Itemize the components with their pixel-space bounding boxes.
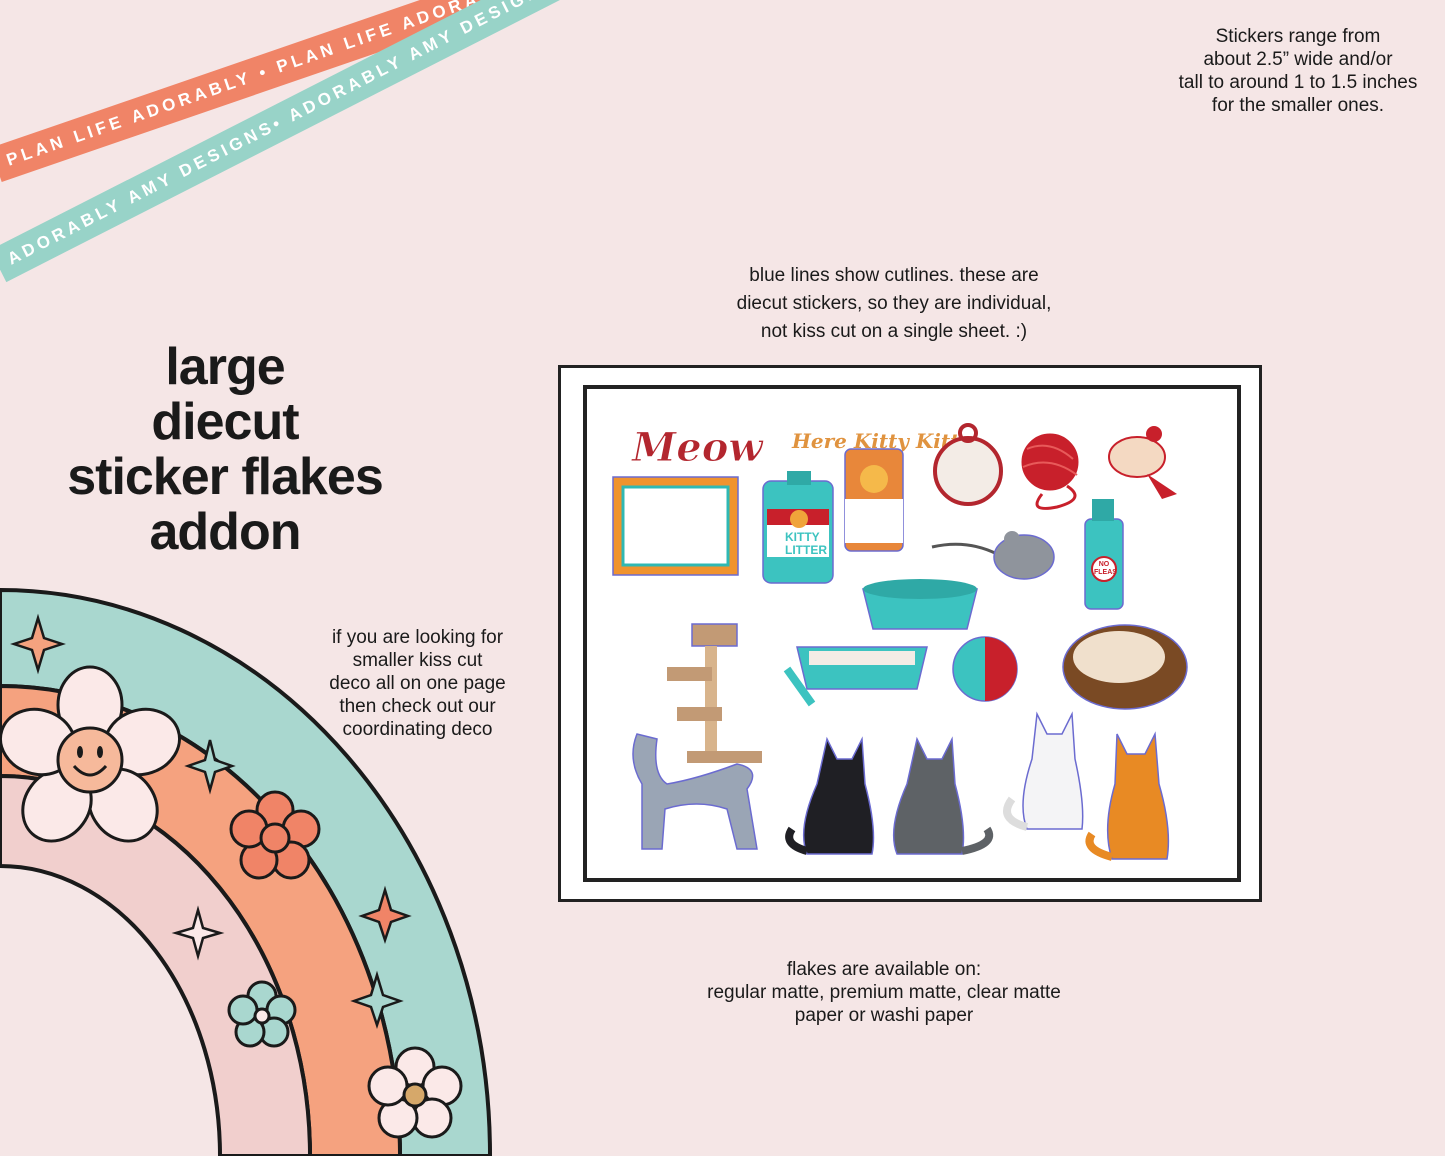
- note-line: for the smaller ones.: [1211, 95, 1385, 116]
- no-fleas-label: NO FLEAS: [1094, 561, 1117, 577]
- note-line: not kiss cut on a single sheet. :): [760, 321, 1028, 342]
- kitty-litter-sticker: [762, 471, 834, 584]
- note-line: flakes are available on:: [786, 959, 982, 980]
- white-cat-sticker: [1003, 711, 1084, 831]
- sticker-sheet: Meow Here Kitty Kitty: [583, 385, 1241, 882]
- coral-flower-icon: [229, 790, 321, 880]
- paper-note: flakes are available on: regular matte, …: [660, 958, 1108, 1027]
- note-line: Stickers range from: [1215, 26, 1381, 47]
- note-line: paper or washi paper: [794, 1005, 974, 1026]
- cat-bowl-sticker: [862, 579, 978, 630]
- size-note: Stickers range from about 2.5” wide and/…: [1160, 25, 1436, 117]
- gray-cat-sticker: [632, 733, 758, 850]
- white-flower-icon: [367, 1046, 463, 1139]
- kitty-litter-label: KITTY LITTER: [785, 530, 827, 557]
- page-title: large diecut sticker flakes addon: [40, 340, 410, 560]
- note-line: regular matte, premium matte, clear matt…: [707, 982, 1061, 1003]
- fish-toy-sticker: [1108, 426, 1177, 499]
- orange-cat-sticker: [1085, 731, 1170, 861]
- mint-flower-icon: [227, 980, 297, 1048]
- note-line: smaller kiss cut: [352, 650, 483, 671]
- cutline-note: blue lines show cutlines. these are diec…: [700, 262, 1088, 346]
- title-line: large: [165, 338, 285, 396]
- label-line: LITTER: [785, 543, 827, 557]
- title-line: diecut: [151, 393, 299, 451]
- note-line: deco all on one page: [329, 673, 506, 694]
- black-cat-sticker: [785, 736, 875, 855]
- sparkle-icon: [350, 970, 404, 1029]
- no-fleas-spray-sticker: [1084, 499, 1124, 610]
- cat-food-can-sticker: [844, 448, 904, 552]
- ribbon-decoration: PLAN LIFE ADORABLY • PLAN LIFE ADORABLY …: [0, 0, 700, 300]
- note-line: about 2.5” wide and/or: [1203, 49, 1393, 70]
- orange-frame-sticker: [612, 476, 739, 576]
- smiley-flower-icon: [0, 665, 181, 843]
- note-line: then check out our: [339, 696, 496, 717]
- cat-tag-sticker: [933, 423, 1003, 506]
- note-line: tall to around 1 to 1.5 inches: [1178, 72, 1418, 93]
- kisscut-note: if you are looking for smaller kiss cut …: [300, 626, 535, 741]
- meow-sticker: Meow: [632, 424, 764, 472]
- note-line: if you are looking for: [331, 627, 504, 648]
- sticker-sheet-frame: Meow Here Kitty Kitty: [558, 365, 1262, 902]
- litter-box-sticker: [783, 646, 928, 707]
- sparkle-icon: [358, 885, 412, 944]
- sticker-art: [612, 423, 1188, 861]
- title-line: addon: [149, 503, 302, 561]
- rainbow-illustration: [0, 587, 493, 1156]
- title-line: sticker flakes: [67, 448, 384, 506]
- sparkle-icon: [10, 613, 66, 675]
- yarn-ball-sticker: [1018, 430, 1082, 510]
- ball-toy-sticker: [952, 636, 1018, 702]
- note-line: blue lines show cutlines. these are: [749, 265, 1039, 286]
- note-line: coordinating deco: [342, 719, 493, 740]
- toy-mouse-sticker: [931, 531, 1055, 580]
- label-line: KITTY: [785, 530, 820, 544]
- cat-bed-sticker: [1062, 624, 1188, 710]
- dark-gray-cat-sticker: [892, 736, 994, 855]
- sparkle-icon: [184, 739, 236, 795]
- label-line: FLEAS: [1094, 569, 1117, 576]
- label-line: NO: [1098, 561, 1110, 568]
- note-line: diecut stickers, so they are individual,: [736, 293, 1052, 314]
- cat-tree-sticker: [667, 623, 762, 763]
- sparkle-icon: [171, 905, 225, 961]
